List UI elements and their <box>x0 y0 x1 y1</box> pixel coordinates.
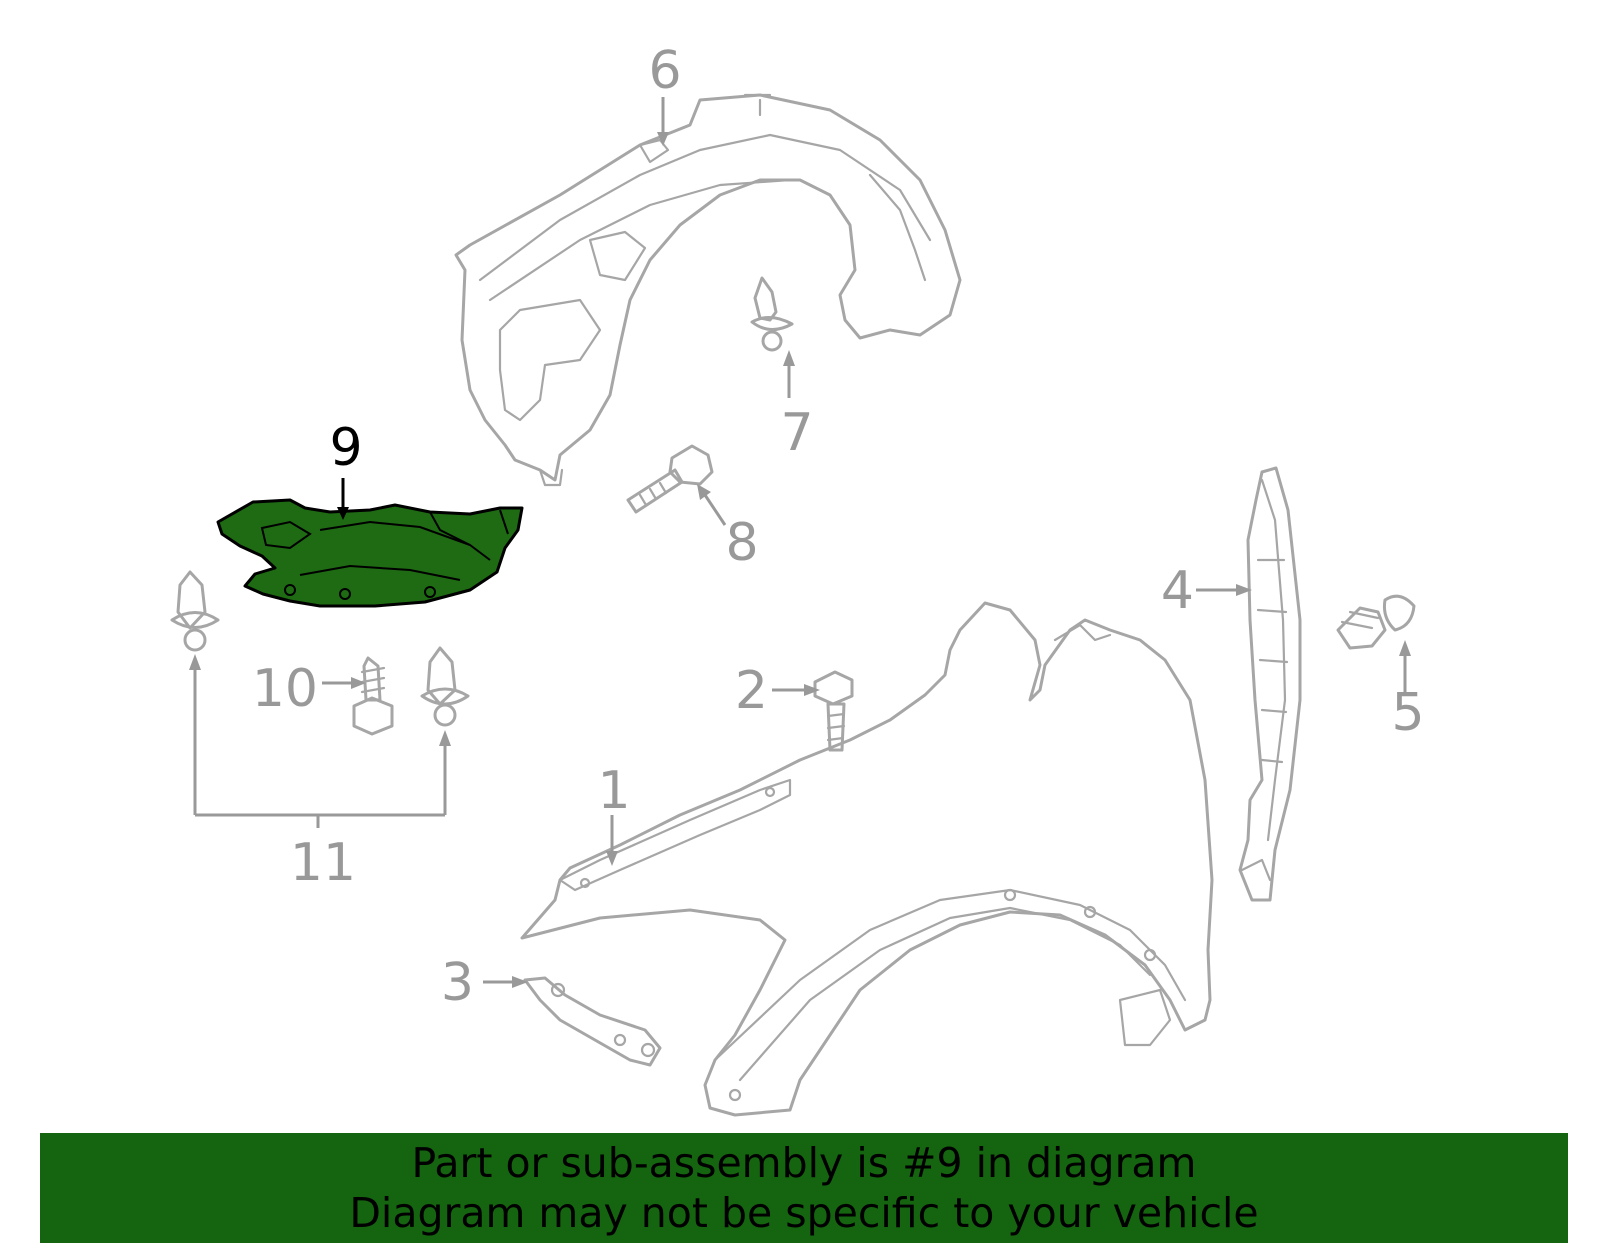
fender-liner-part-6[interactable] <box>454 93 962 487</box>
seal-part-4[interactable] <box>1238 466 1302 902</box>
callout-8: 8 <box>725 513 758 573</box>
callout-10: 10 <box>252 659 318 719</box>
leader-lines <box>189 97 1411 988</box>
banner-line-disclaimer: Diagram may not be specific to your vehi… <box>349 1189 1259 1237</box>
callout-7: 7 <box>780 403 813 463</box>
callout-2: 2 <box>735 661 768 721</box>
splash-shield-part-9[interactable] <box>216 498 524 608</box>
callout-4: 4 <box>1161 561 1194 621</box>
callout-6: 6 <box>648 41 681 101</box>
bracket-part-3[interactable] <box>523 976 662 1067</box>
info-banner: Part or sub-assembly is #9 in diagram Di… <box>40 1133 1568 1243</box>
callout-3: 3 <box>441 953 474 1013</box>
bolt-part-2[interactable] <box>813 670 854 752</box>
callout-1: 1 <box>597 761 630 821</box>
push-clip-part-7[interactable] <box>750 276 794 352</box>
callout-11: 11 <box>290 833 356 893</box>
push-clip-part-11-left[interactable] <box>170 570 220 652</box>
callout-5: 5 <box>1391 683 1424 743</box>
banner-line-part: Part or sub-assembly is #9 in diagram <box>411 1139 1197 1187</box>
fender-part-1[interactable] <box>520 601 1214 1117</box>
screw-part-10[interactable] <box>352 656 394 736</box>
push-clip-part-5[interactable] <box>1336 594 1416 650</box>
bolt-part-8[interactable] <box>626 444 714 514</box>
push-clip-part-11-right[interactable] <box>420 646 470 727</box>
callout-9: 9 <box>329 418 362 478</box>
